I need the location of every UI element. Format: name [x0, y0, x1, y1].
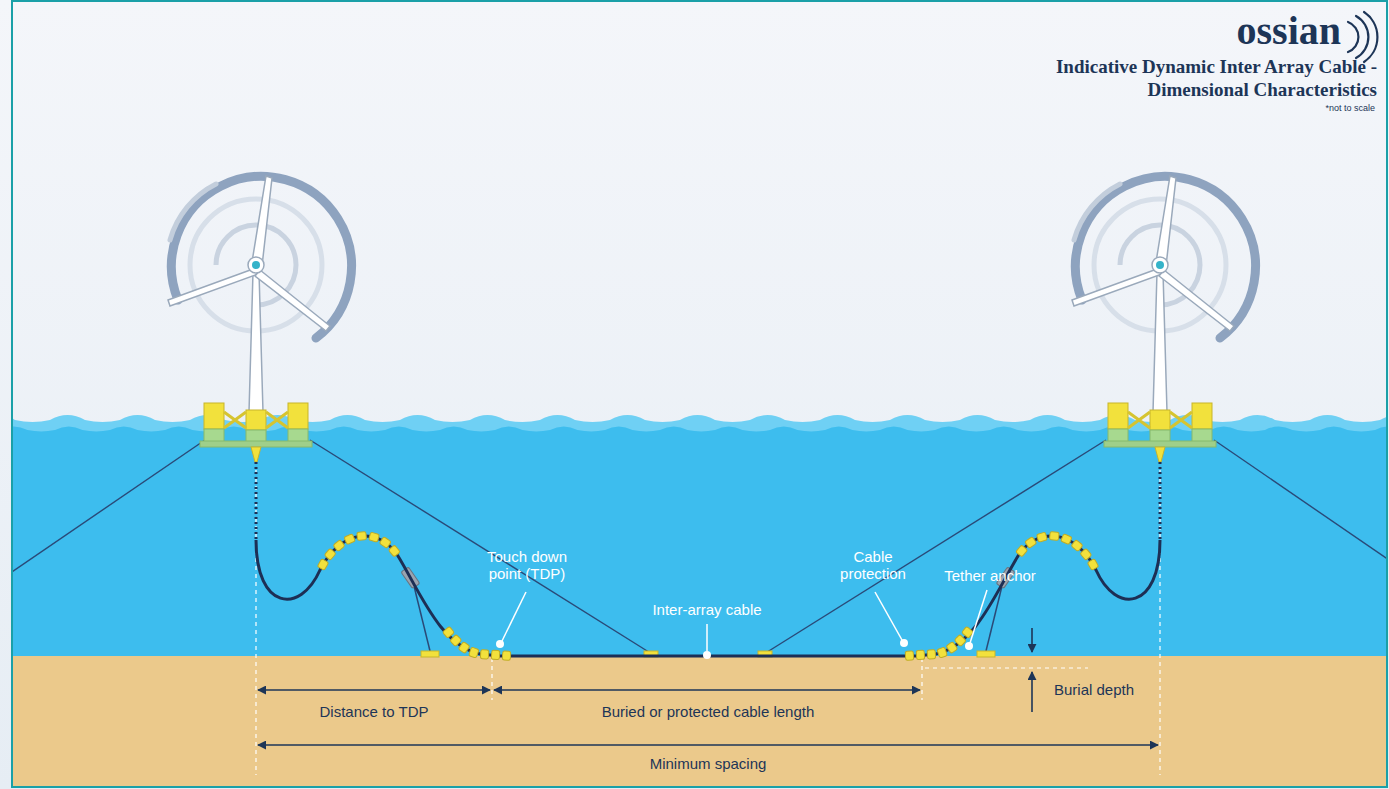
cable-module	[469, 647, 479, 658]
cable-hang-off	[255, 462, 258, 540]
cable-module	[357, 532, 367, 541]
cable-module	[937, 647, 947, 658]
cable-module	[458, 642, 470, 654]
floating-wind-turbine	[168, 176, 351, 462]
cable-module	[388, 545, 400, 557]
cable-module	[379, 537, 391, 549]
logo-text: ossian	[1141, 8, 1341, 54]
cable-module	[344, 534, 355, 545]
diagram-title: Indicative Dynamic Inter Array Cable - D…	[977, 56, 1377, 102]
cable-module	[1087, 559, 1098, 571]
cable-module	[333, 540, 345, 552]
cable-module	[480, 650, 489, 659]
frame	[12, 1, 1387, 787]
cable-module	[369, 532, 380, 542]
cable-module	[927, 650, 936, 659]
cable-module	[450, 634, 462, 646]
leader-lines	[496, 590, 987, 659]
logo-mark	[1348, 12, 1377, 62]
dimension-label: Minimum spacing	[583, 755, 833, 772]
callout-label: Cable protection	[828, 548, 918, 583]
cable-module	[905, 651, 914, 660]
cable-module	[502, 651, 511, 660]
cable-module	[442, 626, 454, 638]
cable-module	[1080, 548, 1092, 560]
callout-label: Inter-array cable	[632, 601, 782, 618]
cable-module	[491, 650, 500, 659]
buoyancy-modules	[317, 532, 1099, 661]
note: *not to scale	[1255, 103, 1375, 113]
cable-module	[1071, 540, 1083, 552]
dynamic-cable	[256, 536, 1160, 656]
dimension-guides	[256, 470, 1160, 775]
cable-module	[317, 559, 328, 571]
dimension-label: Buried or protected cable length	[528, 703, 888, 720]
callout-label: Tether anchor	[930, 567, 1050, 584]
cable-module	[916, 650, 925, 659]
callout-label: Touch down point (TDP)	[477, 548, 577, 583]
cable-hang-off	[1159, 462, 1162, 540]
dimension-label: Distance to TDP	[274, 703, 474, 720]
cable-module	[324, 548, 336, 560]
cable-module	[1016, 545, 1028, 557]
cable-module	[954, 634, 966, 646]
dimension-label: Burial depth	[1037, 681, 1151, 698]
floating-wind-turbine	[1072, 176, 1255, 462]
dimension-arrows	[258, 628, 1158, 745]
cable-module	[1037, 532, 1048, 542]
seabed	[12, 656, 1387, 787]
cable-module	[1061, 534, 1072, 545]
cable-module	[1025, 537, 1037, 549]
cable-module	[946, 642, 958, 654]
mooring-lines	[12, 440, 1387, 654]
cable-module	[1049, 532, 1059, 541]
